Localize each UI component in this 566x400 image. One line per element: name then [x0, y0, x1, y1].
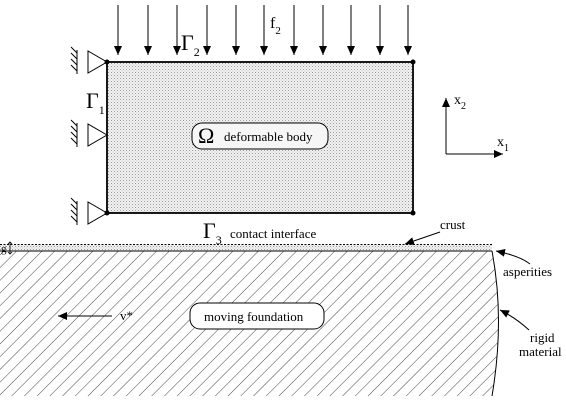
contact-interface-label: contact interface: [230, 226, 316, 241]
gap-indicator: [7, 241, 13, 255]
coordinate-axes: [442, 98, 503, 158]
crust-label: crust: [440, 217, 466, 232]
f2-label: f2: [270, 15, 281, 37]
load-arrows: [114, 5, 412, 55]
fixed-supports: [70, 46, 108, 225]
omega-symbol: Ω: [198, 123, 214, 148]
foundation-label-box: [189, 302, 325, 330]
gamma2-label: Γ2: [181, 30, 200, 59]
x1-axis-label: x1: [497, 135, 509, 154]
gamma1-label: Γ1: [86, 88, 105, 117]
gap-label: g: [1, 243, 7, 255]
crust-pointer: [404, 231, 441, 245]
moving-foundation-label: moving foundation: [204, 309, 304, 324]
velocity-label: v*: [120, 308, 133, 323]
x2-axis-label: x2: [454, 93, 466, 112]
rigid-boundary: [491, 250, 499, 397]
deformable-body-label: deformable body: [224, 129, 313, 144]
asperities-pointer: [495, 248, 531, 265]
rigid-label: rigid: [530, 330, 555, 345]
gamma3-label: Γ3: [203, 218, 222, 247]
crust-layer: [0, 245, 492, 251]
rigid-pointer: [499, 309, 530, 331]
omega-label-box: [191, 122, 329, 150]
asperities-label: asperities: [503, 264, 552, 279]
material-label: material: [519, 344, 562, 359]
